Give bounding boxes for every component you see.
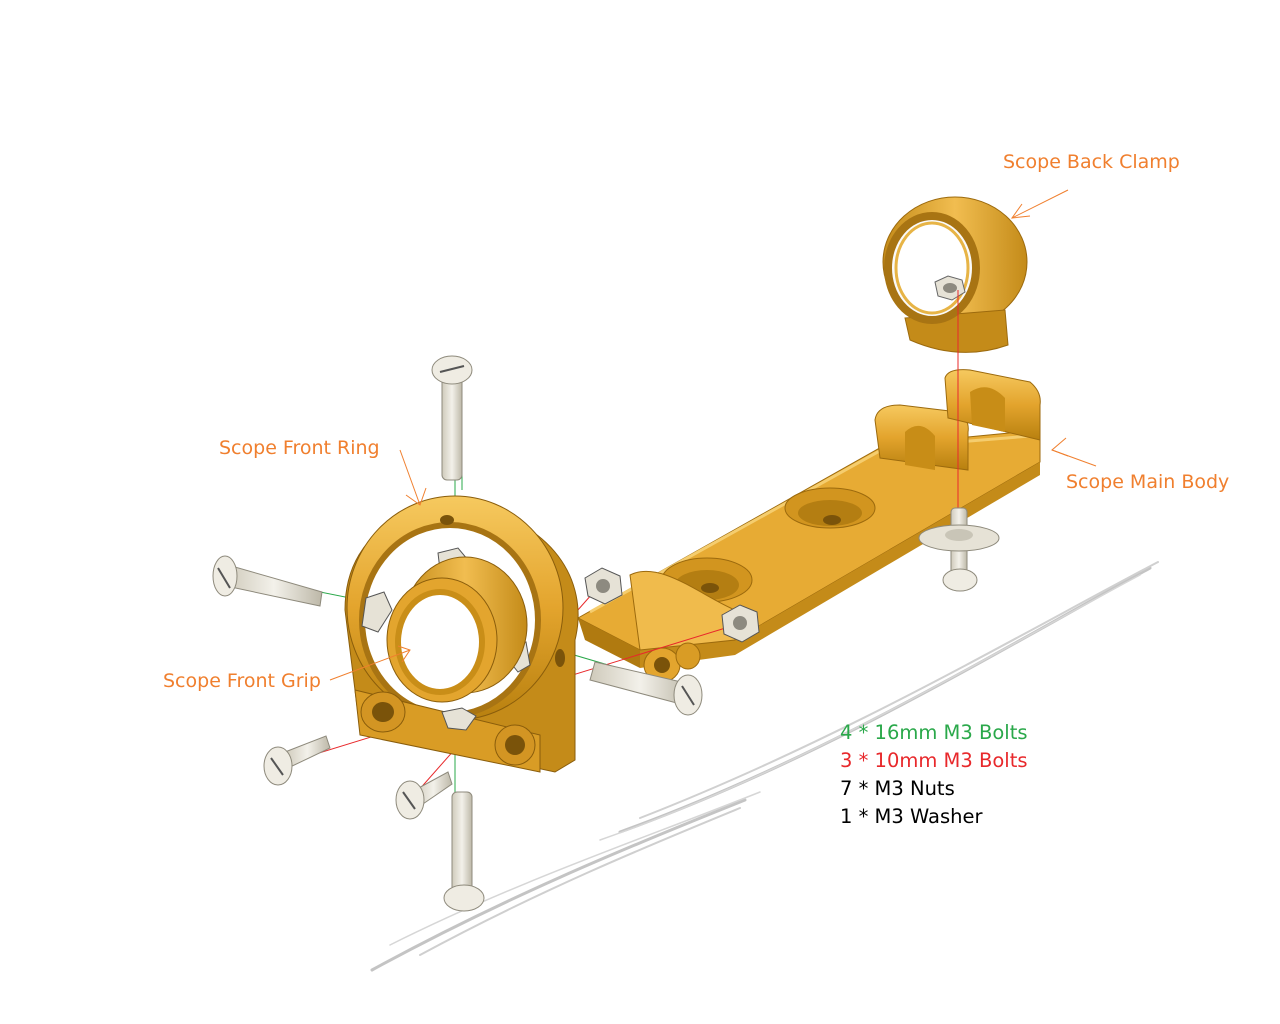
bolt-red-bottom (395, 771, 453, 820)
bolt-red-left (263, 735, 331, 786)
arrow-front-ring (399, 449, 427, 506)
bolt-top (431, 355, 473, 481)
scope-back-clamp (882, 196, 1028, 353)
arrow-main-body (1051, 437, 1097, 467)
screw-recess (784, 487, 876, 529)
saddle (874, 404, 969, 471)
ground-shadow (370, 561, 1159, 972)
bom-16mm-bolts: 4 * 16mm M3 Bolts (840, 721, 1028, 744)
hex-nut (721, 604, 760, 643)
bill-of-materials: 4 * 16mm M3 Bolts 3 * 10mm M3 Bolts 7 * … (840, 719, 1028, 831)
label-scope-main-body: Scope Main Body (1066, 471, 1230, 493)
bolt-left (212, 555, 323, 607)
bolt-right (589, 661, 703, 716)
saddle (944, 369, 1041, 441)
leader-arrows (329, 189, 1097, 681)
label-scope-back-clamp: Scope Back Clamp (1003, 151, 1180, 173)
hex-nut (584, 567, 623, 605)
label-scope-front-ring: Scope Front Ring (219, 437, 380, 459)
bom-nuts: 7 * M3 Nuts (840, 777, 955, 800)
label-scope-front-grip: Scope Front Grip (163, 670, 321, 692)
scope-front-grip (386, 556, 528, 703)
bolt-with-washer (918, 507, 1000, 592)
scope-main-body (576, 369, 1041, 683)
bom-10mm-bolts: 3 * 10mm M3 Bolts (840, 749, 1028, 772)
bolt-bottom (443, 791, 485, 912)
arrow-back-clamp (1010, 189, 1069, 219)
bom-washer: 1 * M3 Washer (840, 805, 983, 828)
arrow-front-grip (329, 645, 411, 681)
